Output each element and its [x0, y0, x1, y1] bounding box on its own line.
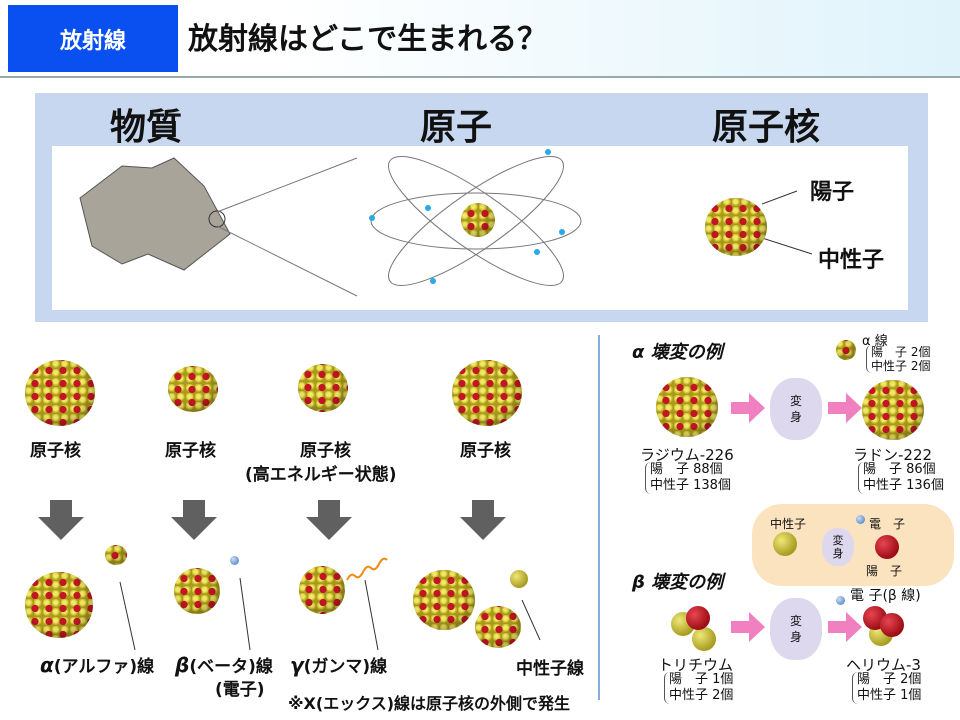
atom-nucleus-icon [461, 203, 495, 237]
text: 中性子 136個 [863, 478, 944, 493]
nucleus-gamma-after [299, 566, 345, 614]
nucleus-alpha-after [25, 572, 93, 638]
proton-label: 陽子 [810, 180, 855, 205]
text: 中性子 138個 [650, 478, 731, 493]
radium-nucleus [656, 377, 718, 437]
pink-arrow-icon [731, 393, 765, 423]
bubble-transform-cloud: 変身 [822, 528, 854, 566]
transform-char: 身 [789, 410, 802, 424]
label-atom: 原子 [420, 107, 493, 148]
rock-icon [79, 157, 231, 271]
label-matter: 物質 [110, 107, 183, 148]
gamma-ray-text: (ガンマ)線 [303, 657, 388, 677]
beta-ray-text: (ベータ)線 [189, 657, 273, 677]
radon-composition: 陽 子 86個中性子 136個 [858, 462, 944, 494]
beta-ray-label: β(ベータ)線 [175, 652, 273, 677]
pink-arrow-icon [731, 612, 765, 642]
page-title: 放射線はどこで生まれる？ [188, 22, 548, 57]
helium-composition: 陽 子 2個中性子 1個 [852, 672, 921, 704]
electron-icon [836, 596, 845, 605]
nucleus-neutron-after-2 [475, 606, 521, 648]
tritium-proton [686, 606, 710, 630]
gamma-wave-icon [346, 557, 388, 581]
pink-arrow-icon [828, 393, 862, 423]
helium-proton [880, 613, 904, 637]
bubble-proton-label: 陽 子 [866, 564, 903, 578]
beta-symbol: β [175, 653, 190, 677]
helium-label: ヘリウム-3 [846, 656, 921, 674]
nucleus-beta-before [168, 366, 218, 412]
transform-char: 身 [832, 547, 844, 560]
neutron-particle-icon [510, 570, 528, 588]
alpha-ray-text: (アルファ)線 [53, 657, 155, 677]
nucleus-neutron-after [413, 570, 475, 630]
transform-char: 身 [789, 630, 802, 644]
text: 中性子 2個 [669, 688, 734, 703]
text: 中性子 2個 [871, 359, 931, 373]
transform-char: 変 [832, 534, 844, 547]
neutron-ray-label: 中性子線 [516, 659, 584, 679]
alpha-particle-icon [105, 545, 127, 565]
tritium-neutron [692, 627, 716, 651]
radium-label: ラジウム-226 [640, 446, 734, 464]
alpha-symbol: α [40, 653, 54, 677]
alpha-ray-label: α(アルファ)線 [40, 652, 154, 677]
radium-composition: 陽 子 88個中性子 138個 [645, 462, 731, 494]
pink-arrow-icon [828, 612, 862, 642]
nucleus-beta-after [174, 568, 220, 614]
nucleus-alpha-before [25, 360, 95, 426]
transform-char: 変 [789, 394, 802, 408]
neutron-ball [773, 532, 797, 556]
label-nucleus-1: 原子核 [30, 441, 81, 461]
text: 陽 子 1個 [669, 672, 734, 687]
radon-nucleus [862, 380, 924, 440]
label-nucleus-2: 原子核 [165, 441, 216, 461]
beta-example-title: β 壊変の例 [632, 572, 724, 593]
xray-footnote: ※X(エックス)線は原子核の外側で発生 [288, 694, 571, 713]
nucleus-icon [705, 198, 767, 256]
section-tag: 放射線 [8, 5, 178, 72]
radon-label: ラドン-222 [853, 446, 933, 464]
divider [598, 335, 600, 700]
down-arrows [38, 500, 506, 540]
nucleus-neutron-before [452, 360, 522, 426]
bubble-neutron-label: 中性子 [770, 517, 807, 531]
alpha-particle-icon [836, 340, 856, 360]
label-nucleus-4: 原子核 [460, 441, 511, 461]
text: 陽 子 88個 [650, 462, 723, 477]
text: 陽 子 2個 [871, 345, 931, 359]
neutron-label: 中性子 [818, 248, 885, 273]
gamma-ray-label: γ(ガンマ)線 [290, 652, 387, 677]
alpha-example-title: α 壊変の例 [632, 342, 723, 363]
proton-ball [875, 535, 899, 559]
transform-cloud: 変身 [770, 378, 822, 440]
nucleus-gamma-before [298, 364, 348, 412]
electron-icon [230, 556, 239, 565]
text: 陽 子 86個 [863, 462, 936, 477]
structure-illustration [79, 149, 813, 297]
gamma-symbol: γ [290, 653, 304, 677]
pointer-lines [119, 577, 541, 651]
label-nucleus: 原子核 [712, 107, 821, 148]
tritium-label: トリチウム [658, 656, 734, 674]
text: 陽 子 2個 [857, 672, 922, 687]
atom-icon [370, 156, 582, 286]
electron-icon [856, 515, 865, 524]
transform-char: 変 [789, 614, 802, 628]
beta-electron-note: (電子) [215, 680, 265, 700]
tritium-composition: 陽 子 1個中性子 2個 [664, 672, 733, 704]
text: 中性子 1個 [857, 688, 922, 703]
transform-cloud: 変身 [770, 598, 822, 660]
bubble-electron-label: 電 子 [869, 517, 906, 531]
beta-ray-name: 電 子(β 線) [850, 588, 921, 604]
label-high-energy: (高エネルギー状態) [245, 465, 397, 485]
label-nucleus-3: 原子核 [300, 441, 351, 461]
alpha-ray-composition: 陽 子 2個中性子 2個 [866, 345, 930, 373]
